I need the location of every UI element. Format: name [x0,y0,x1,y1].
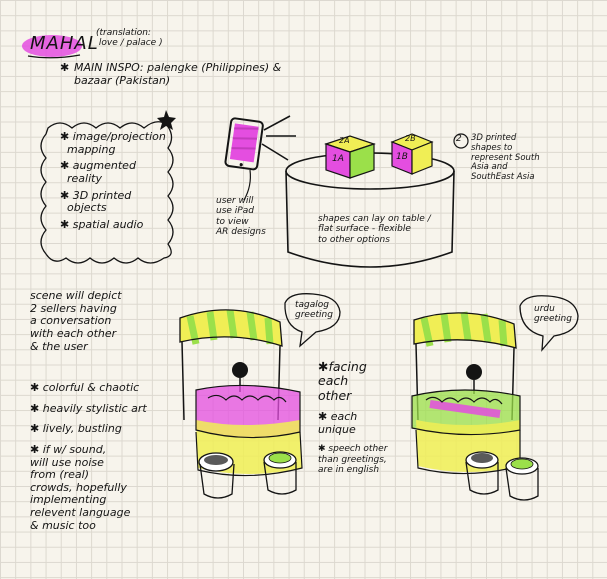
number-circle [453,133,469,149]
ipad-icon [224,117,264,171]
stall-right [411,311,539,501]
scene-bullets: ✱ colorful & chaotic ✱ heavily stylistic… [30,381,147,532]
main-inspo: MAIN INSPO: palengke (Philippines) & baz… [74,61,282,87]
stall-left [179,309,303,499]
scene-bullet: ✱ heavily stylistic art [30,401,147,415]
shapes-note: 3D printed shapes to represent South Asi… [471,133,540,183]
tech-item: ✱ augmented reality [60,159,136,185]
scene-bullet: ✱ if w/ sound, will use noise from (real… [30,442,131,532]
cube-1a [324,135,376,179]
center-notes: ✱facing each other ✱ each unique ✱ speec… [318,359,388,476]
bubble-right-outline [519,295,579,352]
inspo-bullet: ✱ [60,61,70,74]
tech-item: ✱ image/projection mapping [60,130,166,156]
scene-description: scene will depict 2 sellers having a con… [30,289,122,353]
tech-item: ✱ spatial audio [60,217,144,231]
shapes-number: 2 [456,134,462,144]
cube-top-label-a: 2A [339,136,350,145]
cube-label-1a: 1A [332,154,344,164]
center-note: ✱facing each other [318,359,367,403]
ipad-note: user will use iPad to view AR designs [216,196,266,238]
page-title: MAHAL [30,33,99,54]
star-icon [157,110,176,130]
table-note: shapes can lay on table / flat surface -… [318,214,431,245]
bubble-left-outline [284,293,341,348]
center-note: ✱ speech other than greetings, are in en… [318,444,388,476]
cube-label-1b: 1B [396,152,408,162]
cube-1b [390,133,434,175]
center-note: ✱ each unique [318,410,358,436]
scene-bullet: ✱ lively, bustling [30,422,122,436]
title-highlight [22,35,82,57]
tech-item: ✱ 3D printed objects [60,188,132,215]
tech-box-outline [40,121,174,264]
tech-list: ✱ image/projection mapping ✱ augmented r… [60,130,166,231]
cube-top-label-b: 2B [405,134,416,143]
title-translation: (translation: love / palace ) [96,28,163,49]
bubble-right-text: urdu greeting [534,304,572,325]
bubble-left-text: tagalog greeting [295,300,333,321]
scene-bullet: ✱ colorful & chaotic [30,381,140,394]
